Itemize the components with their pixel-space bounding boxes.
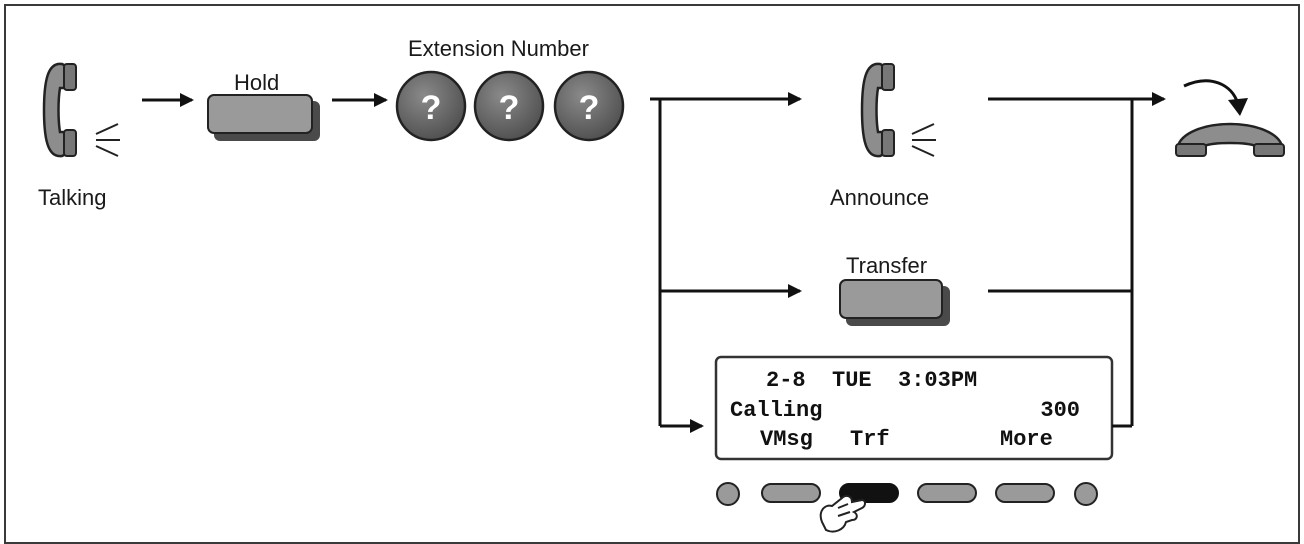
hold-label: Hold [234,70,279,95]
softkey-more[interactable] [995,483,1055,503]
softkey-label-trf: Trf [850,427,890,452]
extension-key-2-text: ? [499,89,520,127]
display-calling-text: Calling [730,398,822,423]
softkey-scroll-left[interactable] [716,482,740,506]
transfer-button[interactable] [839,279,950,326]
transfer-label: Transfer [846,253,927,278]
handset-talking-icon [42,62,120,158]
extension-key-1-text: ? [421,89,442,127]
hand-pointer-icon [819,494,866,533]
handset-announce-icon [860,62,936,158]
softkey-trf[interactable] [839,483,899,503]
softkey-label-more: More [1000,427,1053,452]
phone-display: 2-8 TUE 3:03PM Calling 300 VMsg Trf More [714,355,1114,461]
softkey-row [716,482,1098,506]
announce-label: Announce [830,185,929,210]
softkey-3[interactable] [917,483,977,503]
extension-key-1[interactable]: ? [395,70,467,142]
hangup-curve-arrow [1183,79,1248,116]
extension-key-3-text: ? [579,89,600,127]
talking-label: Talking [38,185,106,210]
softkey-label-vmsg: VMsg [760,427,813,452]
merge-connector [988,92,1166,428]
branch-connector [650,92,802,433]
display-extension-text: 300 [1040,398,1080,423]
softkey-scroll-right[interactable] [1074,482,1098,506]
hold-button[interactable] [207,94,320,141]
handset-hangup-icon [1175,122,1285,157]
display-line-1: 2-8 TUE 3:03PM [766,368,977,393]
extension-number-label: Extension Number [408,36,589,61]
extension-key-3[interactable]: ? [553,70,625,142]
softkey-vmsg[interactable] [761,483,821,503]
extension-key-2[interactable]: ? [473,70,545,142]
